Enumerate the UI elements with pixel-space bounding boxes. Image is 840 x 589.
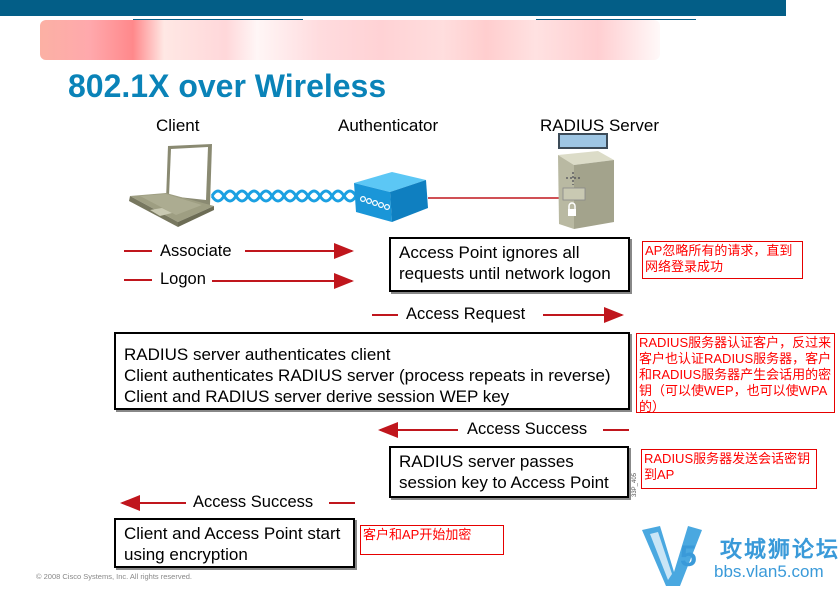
box-line: Client and RADIUS server derive session …: [124, 387, 510, 406]
note-passes-key: RADIUS服务器发送会话密钥到AP: [641, 449, 817, 489]
authenticator-label: Authenticator: [338, 116, 439, 135]
watermark-name: 攻城狮论坛: [720, 537, 840, 562]
laptop-icon: [129, 144, 214, 227]
box-line: using encryption: [124, 545, 248, 564]
slide-title: 802.1X over Wireless: [68, 68, 387, 104]
box-line: RADIUS server passes: [399, 452, 574, 471]
radius-server-icon: [558, 133, 614, 229]
box-line: Access Point ignores all: [399, 243, 580, 262]
client-label: Client: [156, 116, 200, 135]
box-line: session key to Access Point: [399, 473, 609, 492]
box-line: Client and Access Point start: [124, 524, 341, 543]
watermark-logo: 5 攻城狮论坛 bbs.vlan5.com: [640, 522, 840, 589]
note-start-encryption: 客户和AP开始加密: [360, 525, 504, 555]
copyright-footer: © 2008 Cisco Systems, Inc. All rights re…: [36, 572, 193, 581]
note-ap-ignores: AP忽略所有的请求，直到网络登录成功: [642, 241, 803, 279]
banner-line-right: [536, 19, 696, 20]
box-line: Client authenticates RADIUS server (proc…: [124, 366, 611, 385]
start-encryption-box: Client and Access Point start using encr…: [114, 518, 355, 568]
access-point-icon: [354, 172, 428, 222]
watermark-url: bbs.vlan5.com: [714, 562, 824, 581]
banner-line-left: [133, 19, 303, 20]
logon-label: Logon: [160, 270, 206, 288]
v5-logo-icon: [642, 526, 702, 586]
watermark-digit: 5: [680, 540, 697, 573]
access-success-label-2: Access Success: [193, 493, 314, 511]
radius-server-label: RADIUS Server: [540, 116, 660, 135]
slide-code: 33P_405: [632, 472, 638, 497]
access-success-label-1: Access Success: [467, 420, 588, 438]
passes-key-box: RADIUS server passes session key to Acce…: [389, 446, 629, 498]
ap-ignores-box: Access Point ignores all requests until …: [389, 237, 630, 292]
top-banner: [0, 0, 786, 16]
wireless-signal-icon: [210, 189, 358, 203]
note-radius-auth: RADIUS服务器认证客户，反过来客户也认证RADIUS服务器，客户和RADIU…: [636, 333, 835, 414]
box-line: RADIUS server authenticates client: [124, 345, 391, 364]
radius-auth-box: RADIUS server authenticates client Clien…: [114, 332, 630, 410]
flow-arrows: [120, 243, 629, 511]
associate-label: Associate: [160, 242, 232, 260]
access-request-label: Access Request: [406, 305, 526, 323]
box-line: requests until network logon: [399, 264, 611, 283]
blurred-header: [40, 20, 660, 60]
